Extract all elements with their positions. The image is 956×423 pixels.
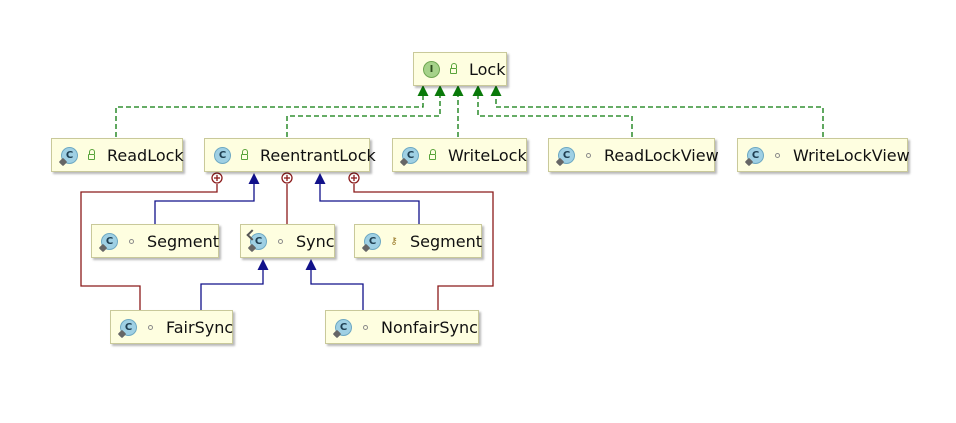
node-label: Lock bbox=[469, 59, 506, 79]
inner-marker-2 bbox=[281, 172, 293, 184]
inner-marker-3 bbox=[348, 172, 360, 184]
public-visibility-icon bbox=[425, 148, 439, 162]
node-nonfairsync[interactable]: C NonfairSync bbox=[325, 310, 479, 344]
edge-readlock-implements-lock bbox=[115, 95, 424, 137]
package-visibility-icon bbox=[770, 148, 784, 162]
node-lock[interactable]: I Lock bbox=[413, 52, 507, 86]
public-visibility-icon bbox=[237, 148, 251, 162]
public-visibility-icon bbox=[84, 148, 98, 162]
node-label: FairSync bbox=[166, 317, 234, 337]
class-icon: C bbox=[364, 232, 381, 250]
edge-readlockview-implements-lock bbox=[477, 95, 633, 137]
edge-nonfairsync-inner-reentrantlock bbox=[353, 184, 494, 310]
arrowhead-implements-4 bbox=[472, 85, 484, 96]
arrowhead-implements-1 bbox=[417, 85, 429, 96]
node-segment-1[interactable]: C Segment bbox=[91, 224, 219, 258]
arrowhead-implements-5 bbox=[490, 85, 502, 96]
public-visibility-icon bbox=[446, 62, 460, 76]
extends-edges bbox=[154, 183, 420, 310]
arrowhead-extends-4 bbox=[305, 259, 317, 270]
edge-segment2-extends-reentrantlock bbox=[319, 183, 420, 224]
arrowhead-extends-2 bbox=[314, 173, 326, 184]
class-icon: C bbox=[214, 146, 231, 164]
class-icon: C bbox=[335, 318, 352, 336]
package-visibility-icon bbox=[581, 148, 595, 162]
edge-fairsync-inner-reentrantlock bbox=[80, 184, 218, 310]
package-visibility-icon bbox=[143, 320, 157, 334]
node-reentrantlock[interactable]: C ReentrantLock bbox=[204, 138, 376, 172]
arrowhead-extends-3 bbox=[257, 259, 269, 270]
node-label: Segment bbox=[147, 231, 219, 251]
arrowhead-implements-3 bbox=[452, 85, 464, 96]
node-writelock[interactable]: C WriteLock bbox=[392, 138, 527, 172]
node-segment-2[interactable]: C ⚷ Segment bbox=[354, 224, 482, 258]
edge-writelockview-implements-lock bbox=[495, 95, 824, 137]
node-label: ReadLock bbox=[107, 145, 184, 165]
arrowhead-extends-1 bbox=[248, 173, 260, 184]
edge-segment1-extends-reentrantlock bbox=[154, 183, 255, 224]
node-writelockview[interactable]: C WriteLockView bbox=[737, 138, 910, 172]
node-label: WriteLockView bbox=[793, 145, 910, 165]
edge-reentrantlock-implements-lock bbox=[286, 95, 441, 137]
class-icon: C bbox=[402, 146, 419, 164]
extends-arrowheads bbox=[248, 173, 326, 270]
node-label: Sync bbox=[296, 231, 335, 251]
class-icon: C bbox=[120, 318, 137, 336]
class-icon: C bbox=[61, 146, 78, 164]
inner-class-edges bbox=[80, 184, 494, 310]
node-label: Segment bbox=[410, 231, 482, 251]
edge-nonfairsync-extends-sync bbox=[310, 269, 364, 310]
private-key-icon: ⚷ bbox=[390, 235, 398, 247]
interface-icon: I bbox=[423, 60, 440, 78]
node-readlockview[interactable]: C ReadLockView bbox=[548, 138, 719, 172]
class-icon: C bbox=[101, 232, 118, 250]
node-label: NonfairSync bbox=[381, 317, 478, 337]
inner-class-markers bbox=[211, 172, 360, 184]
node-fairsync[interactable]: C FairSync bbox=[110, 310, 233, 344]
edge-fairsync-extends-sync bbox=[200, 269, 264, 310]
node-label: WriteLock bbox=[448, 145, 527, 165]
implements-arrowheads bbox=[417, 85, 502, 96]
node-label: ReadLockView bbox=[604, 145, 719, 165]
implements-edges bbox=[115, 95, 824, 137]
inner-marker-1 bbox=[211, 172, 223, 184]
class-icon: C bbox=[558, 146, 575, 164]
node-label: ReentrantLock bbox=[260, 145, 376, 165]
class-icon: C bbox=[747, 146, 764, 164]
arrowhead-implements-2 bbox=[434, 85, 446, 96]
node-readlock[interactable]: C ReadLock bbox=[51, 138, 184, 172]
package-visibility-icon bbox=[273, 234, 287, 248]
abstract-class-icon: C bbox=[250, 232, 267, 250]
package-visibility-icon bbox=[358, 320, 372, 334]
package-visibility-icon bbox=[124, 234, 138, 248]
node-sync[interactable]: C Sync bbox=[240, 224, 335, 258]
